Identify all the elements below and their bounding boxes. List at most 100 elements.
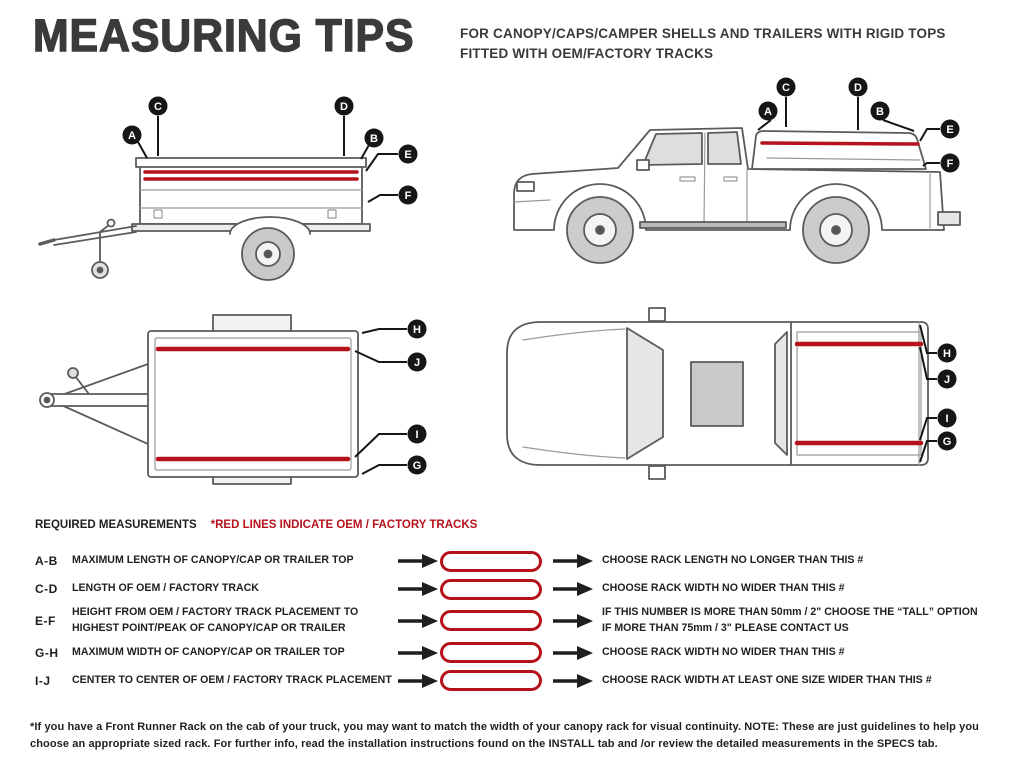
cab-window: [642, 132, 703, 166]
measurement-label: CENTER TO CENTER OF OEM / FACTORY TRACK …: [72, 673, 392, 686]
measurement-result: IF THIS NUMBER IS MORE THAN 50mm / 2" CH…: [602, 606, 978, 634]
svg-text:A: A: [128, 130, 136, 142]
measurement-label: HEIGHT FROM OEM / FACTORY TRACK PLACEMEN…: [72, 606, 359, 634]
marker-h: H: [407, 319, 427, 339]
subtitle-line-2: FITTED WITH OEM/FACTORY TRACKS: [460, 45, 714, 61]
page-subtitle: FOR CANOPY/CAPS/CAMPER SHELLS AND TRAILE…: [460, 24, 946, 63]
measurement-row-ab: A-B MAXIMUM LENGTH OF CANOPY/CAP OR TRAI…: [35, 547, 991, 575]
measurement-input-box: [440, 642, 542, 664]
marker-g: G: [937, 431, 957, 451]
svg-text:G: G: [943, 436, 952, 448]
side-mirror: [648, 307, 666, 322]
marker-e: E: [940, 119, 960, 139]
measurement-result: CHOOSE RACK WIDTH NO WIDER THAN THIS #: [602, 645, 845, 658]
arrow-icon: [396, 645, 440, 661]
svg-text:F: F: [947, 158, 954, 170]
svg-text:C: C: [782, 82, 790, 94]
marker-i: I: [937, 408, 957, 428]
marker-b: B: [364, 128, 384, 148]
trailer-fender: [229, 216, 311, 235]
measurement-label: MAXIMUM WIDTH OF CANOPY/CAP OR TRAILER T…: [72, 645, 345, 658]
required-measurements-label: REQUIRED MEASUREMENTS: [35, 519, 197, 531]
marker-a: A: [122, 125, 142, 145]
trailer-drawbar: [58, 363, 149, 397]
measurement-row-ef: E-F HEIGHT FROM OEM / FACTORY TRACK PLAC…: [35, 603, 991, 639]
marker-j: J: [937, 369, 957, 389]
measurement-row-ij: I-J CENTER TO CENTER OF OEM / FACTORY TR…: [35, 667, 991, 695]
svg-text:J: J: [944, 374, 950, 386]
trailer-body-top: [147, 330, 359, 478]
marker-e: E: [398, 144, 418, 164]
svg-text:I: I: [415, 429, 418, 441]
svg-text:B: B: [370, 133, 378, 145]
svg-text:E: E: [404, 149, 411, 161]
svg-text:F: F: [405, 190, 412, 202]
red-lines-note: *RED LINES INDICATE OEM / FACTORY TRACKS: [210, 519, 478, 531]
measurement-result: CHOOSE RACK LENGTH NO LONGER THAN THIS #: [602, 554, 864, 567]
measurement-row-gh: G-H MAXIMUM WIDTH OF CANOPY/CAP OR TRAIL…: [35, 639, 991, 667]
marker-d: D: [334, 96, 354, 116]
arrow-icon: [396, 613, 440, 629]
trailer-top-view: H J I G: [39, 314, 427, 485]
trailer-side-view: A C D B E F: [38, 96, 418, 281]
trailer-drawbar: [53, 225, 137, 241]
measurement-label: LENGTH OF OEM / FACTORY TRACK: [72, 582, 259, 595]
page-title: MEASURING TIPS: [32, 9, 415, 61]
truck-side-view: C D A B E F: [513, 77, 961, 264]
footnote: *If you have a Front Runner Rack on the …: [30, 721, 979, 750]
marker-j: J: [407, 352, 427, 372]
marker-a: A: [758, 101, 778, 121]
measurement-id: A-B: [35, 554, 58, 568]
svg-text:H: H: [413, 324, 421, 336]
marker-b: B: [870, 101, 890, 121]
measurements-table: A-B MAXIMUM LENGTH OF CANOPY/CAP OR TRAI…: [35, 547, 991, 695]
arrow-icon: [396, 581, 440, 597]
arrow-icon: [544, 673, 602, 689]
arrow-icon: [544, 645, 602, 661]
measurement-input-box: [440, 550, 542, 572]
svg-text:E: E: [946, 124, 953, 136]
arrow-icon: [544, 613, 602, 629]
svg-text:G: G: [413, 460, 422, 472]
trailer-top-rail: [135, 157, 367, 168]
measurement-row-cd: C-D LENGTH OF OEM / FACTORY TRACK CHOOSE…: [35, 575, 991, 603]
measurement-id: I-J: [35, 673, 51, 688]
sunroof: [690, 361, 744, 427]
measurement-input-box: [440, 670, 542, 692]
headlight: [516, 181, 535, 192]
measurement-input-box: [440, 610, 542, 632]
marker-c: C: [148, 96, 168, 116]
svg-text:H: H: [943, 348, 951, 360]
marker-d: D: [848, 77, 868, 97]
svg-text:J: J: [414, 357, 420, 369]
marker-i: I: [407, 424, 427, 444]
marker-f: F: [398, 185, 418, 205]
measurement-label: MAXIMUM LENGTH OF CANOPY/CAP OR TRAILER …: [72, 554, 354, 567]
arrow-icon: [396, 553, 440, 569]
arrow-icon: [544, 581, 602, 597]
measurement-result: CHOOSE RACK WIDTH NO WIDER THAN THIS #: [602, 582, 845, 595]
svg-text:D: D: [340, 101, 348, 113]
svg-text:D: D: [854, 82, 862, 94]
rear-window: [774, 331, 788, 456]
marker-h: H: [937, 343, 957, 363]
side-mirror: [648, 465, 666, 480]
measurement-input-box: [440, 578, 542, 600]
windshield: [626, 327, 664, 460]
subtitle-line-1: FOR CANOPY/CAPS/CAMPER SHELLS AND TRAILE…: [460, 26, 946, 41]
truck-canopy: [751, 130, 927, 170]
measurement-id: E-F: [35, 613, 56, 628]
cab-window: [707, 131, 742, 165]
oem-track-red-line: [760, 141, 920, 146]
svg-text:B: B: [876, 106, 884, 118]
measurement-id: C-D: [35, 582, 58, 596]
marker-g: G: [407, 455, 427, 475]
marker-c: C: [776, 77, 796, 97]
arrow-icon: [544, 553, 602, 569]
side-mirror: [636, 159, 650, 171]
svg-text:C: C: [154, 101, 162, 113]
svg-text:I: I: [945, 413, 948, 425]
truck-top-view: H J I G: [506, 307, 957, 480]
marker-f: F: [940, 153, 960, 173]
